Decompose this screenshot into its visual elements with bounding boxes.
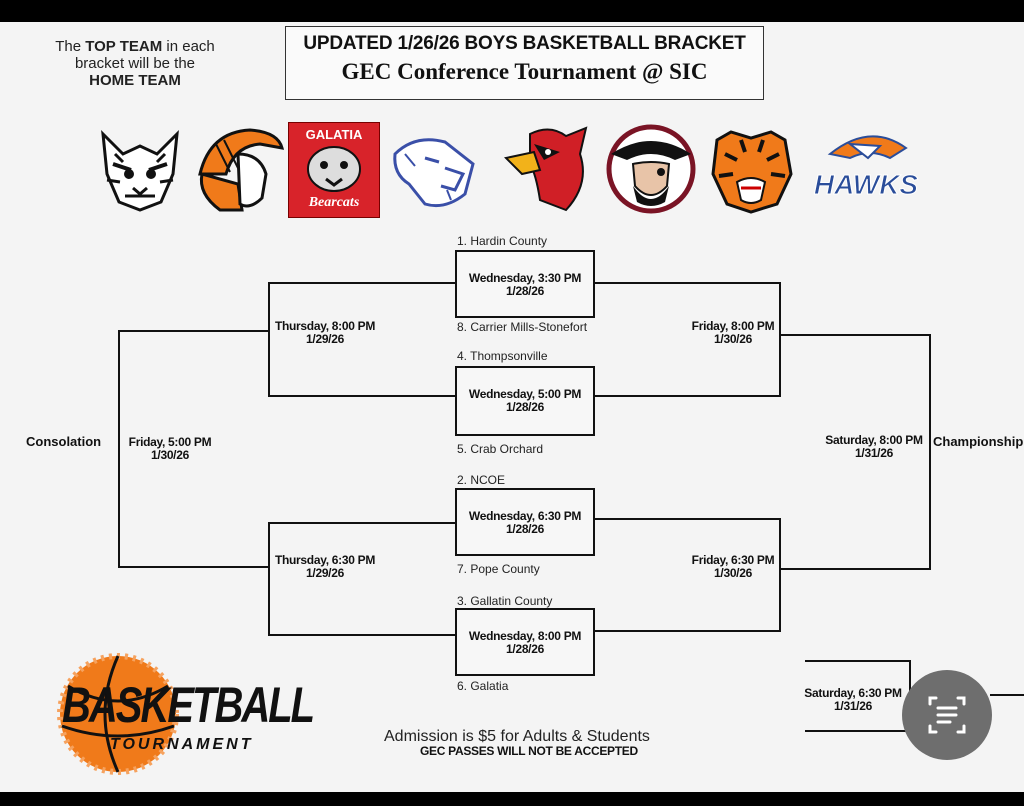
- team-seed-7: 7. Pope County: [457, 562, 540, 576]
- note-top-team: TOP TEAM: [85, 38, 163, 55]
- cougar-logo: [393, 138, 475, 208]
- cons-final-date: 1/30/26: [151, 448, 189, 462]
- semi-1-label: Friday, 8:00 PM 1/30/26: [684, 320, 782, 346]
- championship-date: 1/31/26: [855, 446, 893, 460]
- bracket-line: [118, 330, 120, 568]
- hawks-logo-text: HAWKS: [814, 169, 919, 200]
- team-seed-3: 3. Gallatin County: [457, 594, 553, 608]
- bracket-line: [118, 566, 268, 568]
- note-home-team: HOME TEAM: [89, 72, 181, 89]
- cons-semi-2-time: Thursday, 6:30 PM: [274, 553, 376, 567]
- third-place-label: Saturday, 6:30 PM 1/31/26: [798, 687, 908, 713]
- team-seed-6: 6. Galatia: [457, 679, 509, 693]
- game-2-date: 1/28/26: [506, 400, 544, 414]
- game-1-time: Wednesday, 3:30 PM: [468, 271, 582, 285]
- semi-2-label: Friday, 6:30 PM 1/30/26: [684, 554, 782, 580]
- logo-tournament-text: TOURNAMENT: [110, 736, 254, 753]
- pirate-logo: [606, 124, 696, 214]
- game-3-date: 1/28/26: [506, 522, 544, 536]
- bracket-line: [781, 334, 931, 336]
- bracket-line: [805, 660, 911, 662]
- game-2-box: Wednesday, 5:00 PM 1/28/26: [455, 366, 595, 436]
- tiger-logo: [711, 130, 793, 214]
- cons-semi-1-label: Thursday, 8:00 PM 1/29/26: [270, 320, 380, 346]
- scan-text-button[interactable]: [902, 670, 992, 760]
- bracket-line: [268, 634, 455, 636]
- cons-semi-1-time: Thursday, 8:00 PM: [274, 319, 376, 333]
- cons-semi-1-date: 1/29/26: [306, 332, 344, 346]
- game-4-date: 1/28/26: [506, 642, 544, 656]
- bearcat-icon: [307, 146, 361, 192]
- bracket-line: [268, 282, 270, 397]
- bracket-line: [805, 730, 911, 732]
- basketball-tournament-logo: BASKETBALL TOURNAMENT: [52, 646, 315, 776]
- semi-1-time: Friday, 8:00 PM: [691, 319, 775, 333]
- bracket-line: [593, 395, 781, 397]
- cons-semi-2-date: 1/29/26: [306, 566, 344, 580]
- bracket-line: [268, 395, 455, 397]
- spartan-logo: [198, 128, 285, 212]
- hawks-logo: HAWKS: [813, 135, 919, 201]
- passes-notice: GEC PASSES WILL NOT BE ACCEPTED: [420, 744, 638, 758]
- bracket-line: [779, 282, 781, 397]
- bracket-sheet: The TOP TEAM in each bracket will be the…: [0, 22, 1024, 792]
- scan-text-icon: [928, 696, 966, 734]
- note-text: The: [55, 38, 82, 55]
- championship-game-label: Saturday, 8:00 PM 1/31/26: [818, 434, 930, 460]
- logo-basketball-text: BASKETBALL: [62, 678, 315, 734]
- cardinal-logo: [503, 126, 588, 212]
- third-place-time: Saturday, 6:30 PM: [804, 686, 902, 700]
- bracket-line: [593, 282, 781, 284]
- game-1-box: Wednesday, 3:30 PM 1/28/26: [455, 250, 595, 318]
- page-subtitle: GEC Conference Tournament @ SIC: [341, 59, 708, 84]
- team-seed-8: 8. Carrier Mills-Stonefort: [457, 320, 588, 334]
- team-seed-5: 5. Crab Orchard: [457, 442, 544, 456]
- game-3-box: Wednesday, 6:30 PM 1/28/26: [455, 488, 595, 556]
- note-text: in each bracket will be the: [74, 38, 215, 72]
- bracket-line: [593, 630, 781, 632]
- bobcat-logo: [101, 129, 179, 212]
- bracket-line: [781, 568, 931, 570]
- bracket-line: [990, 694, 1024, 696]
- cons-final-label: Friday, 5:00 PM 1/30/26: [122, 436, 218, 462]
- bracket-line: [268, 522, 270, 636]
- team-seed-2: 2. NCOE: [457, 473, 506, 487]
- team-seed-4: 4. Thompsonville: [457, 349, 548, 363]
- bracket-line: [268, 282, 455, 284]
- bracket-line: [593, 518, 781, 520]
- third-place-date: 1/31/26: [834, 699, 872, 713]
- team-seed-1: 1. Hardin County: [457, 234, 548, 248]
- home-team-note: The TOP TEAM in each bracket will be the…: [40, 38, 230, 89]
- galatia-logo-top-text: GALATIA: [305, 127, 363, 142]
- semi-2-time: Friday, 6:30 PM: [691, 553, 775, 567]
- game-3-time: Wednesday, 6:30 PM: [468, 509, 582, 523]
- bracket-line: [779, 518, 781, 632]
- game-2-time: Wednesday, 5:00 PM: [468, 387, 582, 401]
- galatia-bearcats-logo: GALATIA Bearcats: [288, 122, 380, 218]
- game-4-box: Wednesday, 8:00 PM 1/28/26: [455, 608, 595, 676]
- semi-1-date: 1/30/26: [714, 332, 752, 346]
- galatia-logo-bottom-text: Bearcats: [308, 195, 360, 210]
- championship-label: Championship: [933, 434, 1024, 449]
- semi-2-date: 1/30/26: [714, 566, 752, 580]
- bracket-line: [118, 330, 268, 332]
- game-1-date: 1/28/26: [506, 284, 544, 298]
- game-4-time: Wednesday, 8:00 PM: [468, 629, 582, 643]
- cons-semi-2-label: Thursday, 6:30 PM 1/29/26: [270, 554, 380, 580]
- consolation-label: Consolation: [26, 434, 102, 449]
- title-box: UPDATED 1/26/26 BOYS BASKETBALL BRACKET …: [285, 26, 764, 100]
- basketball-icon: [57, 653, 179, 775]
- championship-time: Saturday, 8:00 PM: [825, 433, 923, 447]
- cons-final-time: Friday, 5:00 PM: [128, 435, 212, 449]
- admission-text: Admission is $5 for Adults & Students: [384, 728, 650, 745]
- bracket-line: [929, 334, 931, 570]
- page-title: UPDATED 1/26/26 BOYS BASKETBALL BRACKET: [303, 33, 746, 54]
- bracket-line: [268, 522, 455, 524]
